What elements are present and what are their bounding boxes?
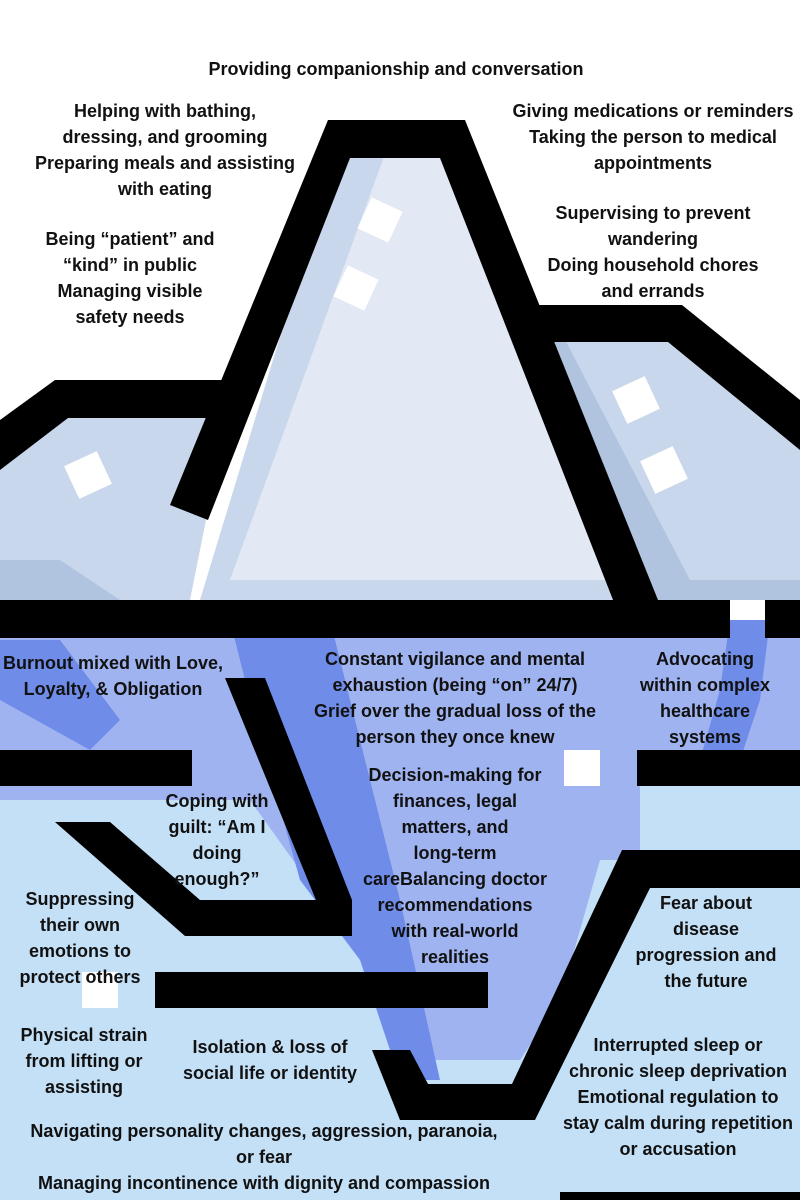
left-peak-outline (0, 380, 240, 470)
label-physical: Physical strain from lifting or assistin… (20, 1025, 148, 1097)
right-mid-bar (637, 750, 800, 786)
center-peak-outline (170, 120, 660, 605)
inner-diagonal-outline (225, 678, 352, 936)
left-hook-outline (55, 822, 330, 936)
ice-highlight (357, 197, 403, 243)
bottom-v-outline (372, 850, 800, 1120)
lower-center-bar (155, 972, 488, 1008)
label-decision: Decision-making for finances, legal matt… (362, 765, 548, 967)
water-highlight (564, 750, 600, 786)
bright-water-left (0, 640, 120, 750)
label-burnout: Burnout mixed with Love, Loyalty, & Obli… (2, 653, 223, 699)
label-suppressing: Suppressing their own emotions to protec… (19, 889, 141, 987)
label-advocating: Advocating within complex healthcare sys… (639, 649, 771, 747)
waterline-bar (0, 600, 730, 638)
left-mid-bar (0, 750, 192, 786)
left-peak-ice (0, 400, 230, 600)
ice-highlight (640, 446, 688, 494)
bottom-right-bar (560, 1192, 800, 1200)
ice-highlight (333, 265, 379, 311)
label-isolation: Isolation & loss of social life or ident… (182, 1037, 358, 1083)
ice-highlight (64, 451, 112, 499)
water-highlight (82, 972, 118, 1008)
ice-highlight (612, 376, 660, 424)
right-peak-outline (530, 305, 800, 450)
label-sleep: Interrupted sleep or chronic sleep depri… (562, 1035, 794, 1159)
waterline-bar-right (765, 600, 800, 638)
label-personality: Navigating personality changes, aggressi… (30, 1121, 498, 1193)
label-supervising: Supervising to prevent wandering Doing h… (547, 203, 759, 301)
label-vigilance: Constant vigilance and mental exhaustion… (313, 649, 597, 747)
label-medications: Giving medications or reminders Taking t… (512, 101, 794, 173)
label-coping: Coping with guilt: “Am I doing enough?” (165, 791, 269, 889)
bright-water-right (700, 620, 770, 760)
left-peak-shadow (0, 560, 120, 600)
label-patient-kind: Being “patient” and “kind” in public Man… (45, 229, 215, 327)
mid-water-band (0, 620, 800, 1060)
label-fear: Fear about disease progression and the f… (635, 893, 777, 991)
label-companionship: Providing companionship and conversation (208, 59, 584, 79)
label-bathing-meals: Helping with bathing, dressing, and groo… (34, 101, 296, 199)
